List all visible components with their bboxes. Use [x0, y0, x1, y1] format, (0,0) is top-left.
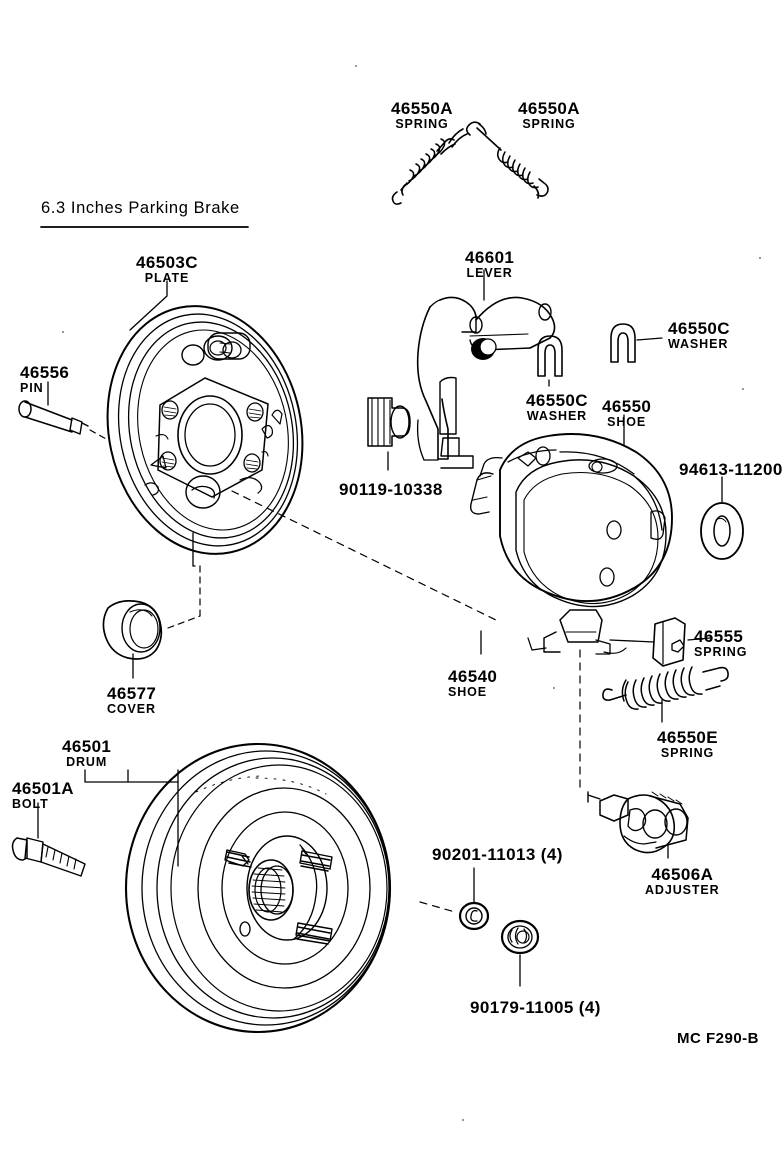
part-name: BOLT [12, 797, 49, 811]
washer-center-art [537, 335, 563, 377]
scan-speckle [742, 388, 744, 390]
part-number: 46550E [657, 728, 719, 747]
part-number: 94613-11200 [679, 460, 783, 479]
spring-right-top-art [465, 121, 549, 199]
part-name: DRUM [66, 755, 108, 769]
part-number: 46550C [668, 319, 730, 338]
nut-90201-art [458, 901, 490, 931]
part-number: 46577 [107, 684, 157, 703]
spring-left-top-art [391, 128, 468, 205]
part-label-bolt-90119: 90119-10338 [339, 481, 443, 498]
part-label-washer-94613: 94613-11200 [679, 461, 783, 478]
part-label-spring-right-top: 46550A SPRING [518, 100, 580, 131]
part-name: PLATE [144, 271, 190, 285]
cover-art [102, 600, 163, 660]
part-label-drum: 46501 DRUM [62, 738, 111, 769]
part-number: 46556 [20, 363, 70, 382]
part-name: SPRING [660, 746, 715, 760]
part-number: 90179-11005 (4) [470, 998, 601, 1017]
part-name: WASHER [668, 337, 729, 351]
diagram-footer-code: MC F290-B [677, 1030, 760, 1047]
part-name: SPRING [522, 117, 576, 131]
part-label-nut-90201: 90201-11013 (4) [432, 846, 563, 863]
washer-right-art [610, 323, 636, 363]
scan-speckle [62, 331, 64, 333]
part-number: 46550 [602, 397, 652, 416]
part-label-bolt-46501a: 46501A BOLT [12, 780, 74, 811]
nut-90179-art [500, 919, 540, 955]
part-label-plate: 46503C PLATE [136, 254, 198, 285]
part-number: 46501A [12, 779, 74, 798]
part-name: SHOE [607, 415, 647, 429]
part-label-washer-center: 46550C WASHER [526, 392, 588, 423]
part-name: SHOE [448, 685, 488, 699]
bolt-46501a-art [11, 837, 86, 877]
part-label-shoe-upper: 46550 SHOE [602, 398, 651, 429]
part-number: 46555 [694, 627, 744, 646]
part-label-nut-90179: 90179-11005 (4) [470, 999, 601, 1016]
brake-shoe-art [469, 433, 673, 655]
part-name: COVER [107, 702, 156, 716]
part-name: WASHER [526, 409, 588, 423]
part-label-cover: 46577 COVER [107, 685, 156, 716]
part-number: 46601 [465, 248, 515, 267]
part-number: 90201-11013 (4) [432, 845, 563, 864]
part-number: 46501 [62, 737, 112, 756]
diagram-heading: 6.3 Inches Parking Brake [41, 199, 240, 217]
scan-speckle [355, 65, 357, 67]
part-number: 46550A [391, 99, 453, 118]
spring-46550e-art [602, 666, 729, 710]
part-label-pin: 46556 PIN [20, 364, 69, 395]
backing-plate-art [106, 305, 304, 555]
washer-94613-art [700, 502, 744, 560]
drum-art [124, 742, 392, 1034]
part-name: SPRING [694, 645, 748, 659]
scan-speckle [553, 687, 555, 689]
part-number: 46506A [651, 865, 714, 884]
part-label-spring-46550e: 46550E SPRING [657, 729, 718, 760]
part-number: 90119-10338 [339, 480, 443, 499]
spring-46555-art [652, 617, 686, 667]
adjuster-art [587, 791, 689, 854]
part-label-spring-46555: 46555 SPRING [694, 628, 747, 659]
part-name: PIN [20, 381, 44, 395]
pin-art [18, 400, 89, 435]
scan-speckle [462, 1119, 464, 1121]
bolt-90119-art [367, 397, 411, 447]
part-label-adjuster: 46506A ADJUSTER [645, 866, 720, 897]
part-number: 46540 [448, 667, 498, 686]
lever-art [416, 296, 556, 469]
scan-speckle [759, 257, 761, 259]
part-number: 46550C [526, 391, 588, 410]
part-label-shoe-main: 46540 SHOE [448, 668, 497, 699]
part-number: 46550A [518, 99, 580, 118]
part-number: 46503C [136, 253, 198, 272]
part-name: LEVER [466, 266, 513, 280]
part-name: SPRING [395, 117, 449, 131]
part-name: ADJUSTER [645, 883, 720, 897]
part-label-spring-left-top: 46550A SPRING [391, 100, 453, 131]
part-label-lever: 46601 LEVER [465, 249, 514, 280]
part-label-washer-right: 46550C WASHER [668, 320, 730, 351]
